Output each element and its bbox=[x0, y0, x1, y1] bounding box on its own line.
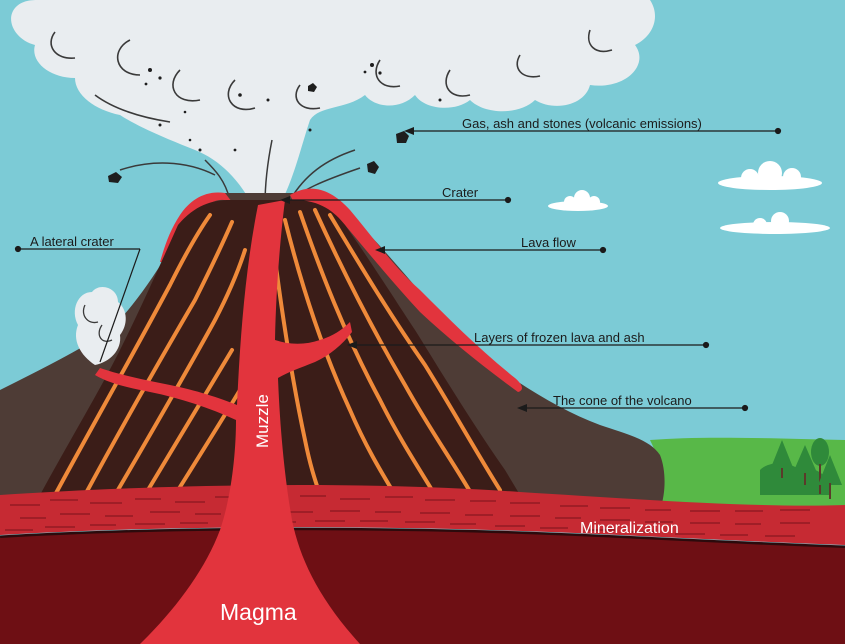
label-lava-flow: Lava flow bbox=[521, 235, 577, 250]
ash-cloud bbox=[11, 0, 655, 210]
crust-layer bbox=[0, 484, 845, 545]
small-cloud-low bbox=[720, 212, 830, 234]
lateral-crater-smoke bbox=[74, 287, 126, 365]
label-emissions: Gas, ash and stones (volcanic emissions) bbox=[462, 116, 702, 131]
magma-conduit bbox=[95, 200, 360, 644]
label-cone: The cone of the volcano bbox=[553, 393, 692, 408]
small-cloud-mid bbox=[548, 190, 608, 211]
label-magma: Magma bbox=[220, 599, 297, 625]
label-crater: Crater bbox=[442, 185, 479, 200]
label-muzzle: Muzzle bbox=[253, 394, 272, 448]
crust-dark-line bbox=[0, 527, 845, 549]
label-mineralization: Mineralization bbox=[580, 520, 679, 537]
small-cloud-right bbox=[718, 161, 822, 190]
trees bbox=[770, 438, 842, 499]
leader-lines bbox=[14, 127, 782, 412]
label-lateral-crater: A lateral crater bbox=[30, 234, 114, 249]
volcanic-stones bbox=[108, 63, 442, 183]
lava-stripes bbox=[53, 208, 502, 497]
label-layers: Layers of frozen lava and ash bbox=[474, 330, 645, 345]
mantle bbox=[0, 530, 845, 644]
lava-flow-outline bbox=[290, 188, 522, 392]
